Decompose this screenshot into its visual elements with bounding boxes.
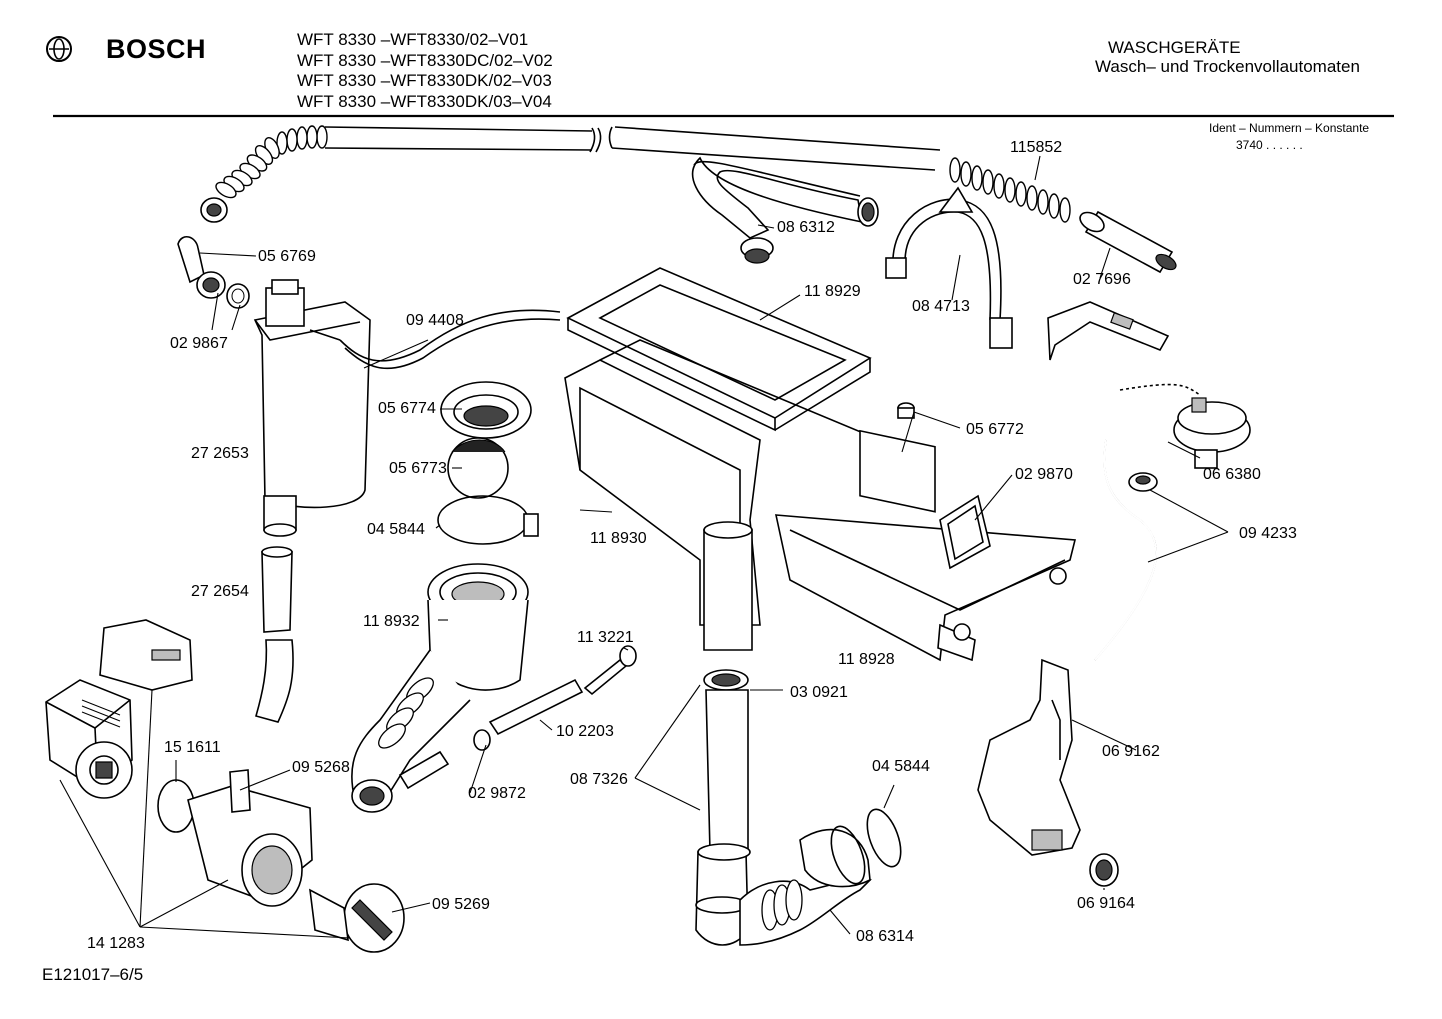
part-label: 09 5269 (432, 896, 490, 913)
part-label: 06 9164 (1077, 895, 1135, 912)
part-label: 11 8929 (804, 283, 861, 300)
seal-frame-drawing (939, 494, 991, 570)
seal-ring-drawing (440, 381, 532, 439)
pump-housing-drawing (187, 769, 313, 907)
leader-lines (59, 155, 1229, 939)
part-label: 09 4408 (406, 312, 464, 329)
tube-drawing (339, 309, 561, 362)
part-label: 115852 (1010, 139, 1062, 156)
connector-hose-drawing (255, 546, 294, 723)
part-label: 06 6380 (1203, 466, 1261, 483)
dispenser-lid-drawing (566, 267, 872, 432)
mounting-bracket-drawing (1047, 301, 1170, 361)
part-label: 08 4713 (912, 298, 970, 315)
part-label: 05 6773 (389, 460, 447, 477)
part-label: 02 7696 (1073, 271, 1131, 288)
model-line: WFT 8330 –WFT8330DK/02–V03 (297, 71, 552, 90)
part-label: 15 1611 (164, 739, 221, 756)
drain-hose-drawing (200, 125, 1071, 223)
bosch-armature-logo-icon (46, 36, 72, 62)
model-list: WFT 8330 –WFT8330/02–V01 WFT 8330 –WFT83… (297, 30, 553, 112)
part-label: 05 6772 (966, 421, 1024, 438)
siphon-cap-drawing (897, 402, 915, 419)
hose-clamp-drawing (437, 495, 539, 545)
part-label: 02 9870 (1015, 466, 1073, 483)
heater-rod-drawing (473, 645, 637, 751)
part-label: 11 8928 (838, 651, 895, 668)
part-label: 08 6312 (777, 219, 835, 236)
part-label: 08 6314 (856, 928, 914, 945)
o-ring-drawing (157, 779, 195, 833)
container-drawing (253, 279, 371, 537)
category-subtitle: Wasch– und Trockenvollautomaten (1095, 57, 1360, 76)
part-label: 14 1283 (87, 935, 145, 952)
ball-valve-drawing (447, 437, 509, 499)
part-labels: 115852 08 6312 05 6769 11 8929 08 4713 0… (87, 139, 1297, 952)
sump-drawing (351, 563, 529, 813)
category-title: WASCHGERÄTE (1108, 38, 1241, 57)
drawing-code: E121017–6/5 (42, 965, 144, 984)
bent-hose-drawing (691, 156, 879, 264)
part-label: 02 9867 (170, 335, 228, 352)
hose-end-drawing (1079, 210, 1177, 274)
pump-filter-drawing (309, 883, 405, 953)
part-label: 04 5844 (367, 521, 425, 538)
part-label: 04 5844 (872, 758, 930, 775)
part-label: 27 2653 (191, 445, 249, 462)
part-label: 08 7326 (570, 771, 628, 788)
brand-name: BOSCH (106, 34, 207, 64)
part-label: 05 6774 (378, 400, 436, 417)
model-line: WFT 8330 –WFT8330/02–V01 (297, 30, 529, 49)
grommet-drawing (1089, 853, 1119, 887)
part-label: 11 8930 (590, 530, 647, 547)
ident-constant: 3740 . . . . . . (1236, 138, 1303, 152)
hose-bracket-drawing (885, 186, 1013, 349)
drain-elbow-drawing (739, 825, 872, 946)
support-bracket-drawing (977, 658, 1081, 856)
part-label: 10 2203 (556, 723, 614, 740)
model-line: WFT 8330 –WFT8330DK/03–V04 (297, 91, 552, 111)
hose-clamp-2-drawing (866, 808, 902, 868)
pressure-switch-drawing (1119, 383, 1251, 469)
part-label: 05 6769 (258, 248, 316, 265)
pressure-tube-drawing (1094, 439, 1158, 661)
pump-cover-drawing (99, 619, 193, 691)
part-label: 27 2654 (191, 583, 249, 600)
drawer-drawing (774, 429, 1077, 662)
model-line: WFT 8330 –WFT8330DC/02–V02 (297, 50, 553, 70)
part-label: 11 8932 (363, 613, 420, 630)
part-label: 02 9872 (468, 785, 526, 802)
part-label: 03 0921 (790, 684, 848, 701)
tube-drawing-inner (344, 318, 561, 370)
part-label: 09 4233 (1239, 525, 1297, 542)
elbow-drawing (177, 236, 250, 309)
part-label: 06 9162 (1102, 743, 1160, 760)
drain-pump-drawing (45, 679, 133, 799)
part-label: 11 3221 (577, 629, 634, 646)
part-label: 09 5268 (292, 759, 350, 776)
ident-label: Ident – Nummern – Konstante (1209, 121, 1370, 135)
